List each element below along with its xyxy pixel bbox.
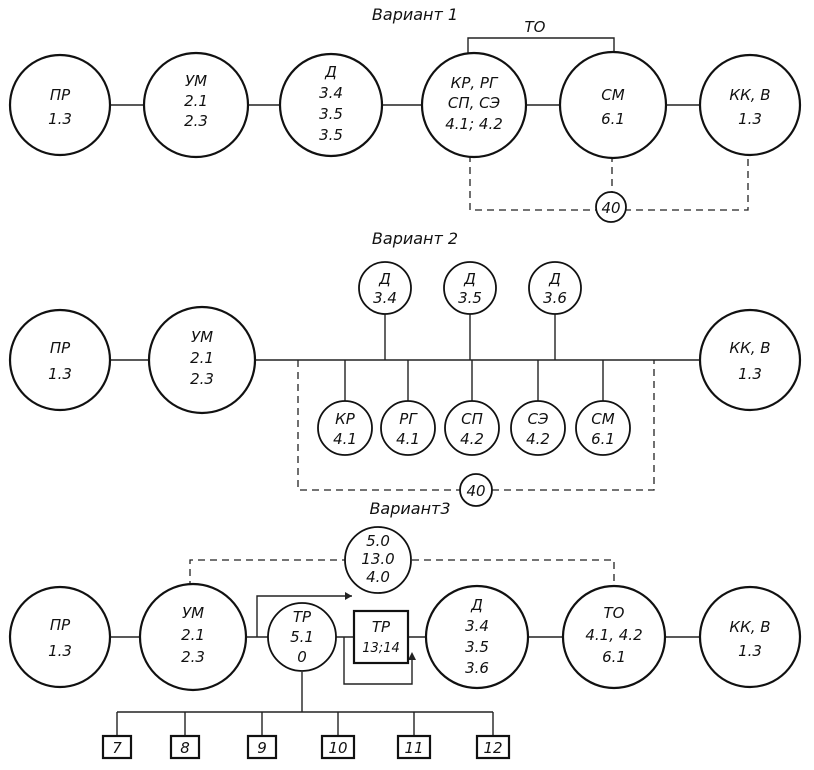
svg-text:УМ2.12.3: УМ2.12.3	[181, 604, 205, 666]
v2-node-40: 40	[459, 473, 493, 507]
svg-text:СМ6.1: СМ6.1	[591, 410, 615, 448]
svg-text:КК, В1.3: КК, В1.3	[729, 618, 770, 660]
svg-text:8: 8	[180, 739, 190, 757]
v3-box-12: 12	[475, 734, 511, 760]
svg-text:Д3.4: Д3.4	[373, 270, 397, 307]
svg-text:УМ2.12.3: УМ2.12.3	[190, 328, 214, 388]
svg-text:РГ4.1: РГ4.1	[396, 410, 420, 448]
svg-text:10: 10	[328, 739, 347, 757]
v3-box-7: 7	[101, 734, 133, 760]
svg-text:Д3.43.53.5: Д3.43.53.5	[319, 63, 343, 144]
svg-text:7: 7	[112, 739, 122, 757]
svg-text:12: 12	[483, 739, 502, 757]
svg-text:КР4.1: КР4.1	[333, 410, 357, 448]
v3-box-10: 10	[320, 734, 356, 760]
svg-text:40: 40	[466, 482, 485, 500]
svg-text:5.013.04.0: 5.013.04.0	[361, 532, 394, 586]
svg-text:КК, В1.3: КК, В1.3	[729, 339, 770, 383]
svg-text:УМ2.12.3: УМ2.12.3	[184, 72, 208, 130]
svg-text:СП4.2: СП4.2	[460, 410, 484, 448]
svg-text:9: 9	[257, 739, 267, 757]
svg-text:ТР5.10: ТР5.10	[290, 608, 314, 666]
svg-text:40: 40	[601, 199, 620, 217]
svg-text:КК, В1.3: КК, В1.3	[729, 86, 770, 128]
svg-text:СЭ4.2: СЭ4.2	[526, 410, 550, 448]
svg-text:ТО4.1, 4.26.1: ТО4.1, 4.26.1	[585, 604, 642, 666]
svg-text:ПР1.3: ПР1.3	[48, 616, 72, 660]
svg-text:Д3.43.53.6: Д3.43.53.6	[465, 596, 489, 677]
svg-text:Д3.6: Д3.6	[543, 270, 567, 307]
svg-text:Д3.5: Д3.5	[458, 270, 482, 307]
variant1-title: Вариант 1	[372, 5, 458, 24]
svg-text:СМ6.1: СМ6.1	[601, 86, 625, 128]
variant3-title: Вариант3	[369, 499, 450, 518]
v3-box-8: 8	[169, 734, 201, 760]
variant2-title: Вариант 2	[372, 229, 458, 248]
svg-text:ПР1.3: ПР1.3	[48, 86, 72, 128]
variant1-to-label: ТО	[525, 18, 546, 36]
v3-box-9: 9	[246, 734, 278, 760]
svg-text:ПР1.3: ПР1.3	[48, 339, 72, 383]
v3-box-11: 11	[396, 734, 432, 760]
v1-node-40: 40	[595, 191, 627, 223]
svg-text:11: 11	[404, 739, 423, 757]
